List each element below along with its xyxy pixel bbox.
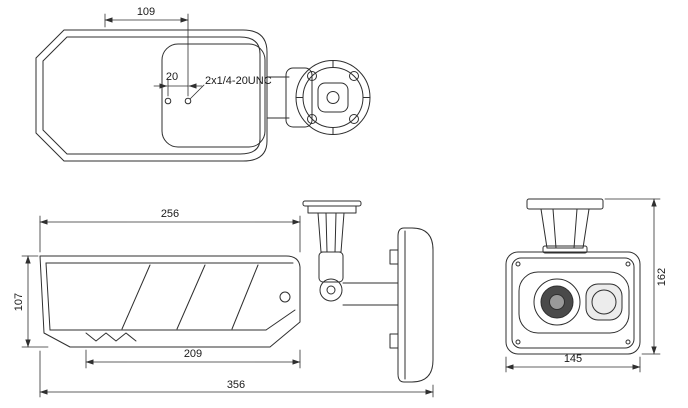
thread-callout: 2x1/4-20UNC — [189, 75, 272, 100]
dim-hole-spacing: 20 — [153, 71, 203, 97]
front-body-outline — [505, 251, 641, 355]
side-mount-bracket — [302, 200, 434, 383]
dim-label-hole-spacing: 20 — [166, 71, 178, 83]
dim-lower-length: 209 — [85, 348, 301, 369]
front-body-inner — [511, 257, 635, 349]
wall-plate-hook — [389, 249, 399, 265]
wall-plate — [397, 227, 434, 383]
lens-core — [549, 294, 565, 310]
dim-label-head-width: 109 — [137, 6, 155, 18]
dim-label-body-length: 256 — [161, 208, 179, 220]
dim-head-width: 109 — [104, 6, 189, 97]
dim-label-lower-length: 209 — [184, 348, 202, 360]
flange-screw — [349, 114, 359, 124]
ir-lens — [591, 289, 617, 315]
corner-screw — [515, 261, 521, 267]
pivot-screw — [279, 291, 291, 303]
flange-screw — [307, 114, 317, 124]
dim-front-height: 107 — [13, 255, 49, 348]
top-shield-outline — [35, 29, 268, 162]
hinge-pin — [326, 91, 340, 104]
side-view: 256 107 209 356 — [13, 200, 434, 398]
mount-arm — [342, 282, 399, 306]
dim-label-overall-length: 356 — [227, 379, 245, 391]
front-view: 162 145 — [505, 198, 668, 373]
mount-column — [317, 212, 345, 253]
dim-label-front-height: 107 — [13, 293, 25, 311]
side-body-outline — [39, 255, 301, 348]
top-rail-panel — [161, 43, 266, 148]
top-mount-bracket — [266, 60, 371, 135]
ir-window — [585, 283, 623, 321]
mount-hole-front — [164, 97, 172, 105]
dim-body-length: 256 — [39, 208, 301, 253]
front-mount-bracket — [526, 198, 604, 254]
mount-top-plate — [302, 200, 362, 207]
thread-label: 2x1/4-20UNC — [205, 75, 272, 87]
front-column — [540, 208, 590, 249]
top-shield-inner-contour — [42, 36, 261, 155]
corner-screw — [515, 339, 521, 345]
front-neck-ring — [542, 245, 588, 254]
joint-block — [318, 251, 344, 283]
flange-screw — [349, 71, 359, 81]
hinge-block — [285, 67, 313, 128]
dim-overall-length: 356 — [39, 350, 434, 398]
corner-screw — [625, 261, 631, 267]
front-top-plate — [526, 198, 604, 210]
front-lens-panel — [518, 271, 630, 334]
mount-flange-outer — [295, 60, 371, 135]
mount-hole-rear — [184, 97, 192, 105]
corner-screw — [625, 339, 631, 345]
flange-screw — [307, 71, 317, 81]
lens-outer-ring — [533, 278, 581, 326]
side-body-details — [45, 262, 296, 342]
hinge-top — [317, 82, 349, 113]
dim-overall-width: 145 — [505, 353, 641, 373]
dim-overall-height: 162 — [604, 198, 668, 355]
ball-joint — [319, 278, 343, 302]
top-view: 109 20 2x1/4-20UNC — [35, 6, 371, 162]
wall-plate-hook — [389, 333, 399, 349]
dim-label-overall-width: 145 — [564, 353, 582, 365]
dim-label-overall-height: 162 — [656, 268, 668, 286]
